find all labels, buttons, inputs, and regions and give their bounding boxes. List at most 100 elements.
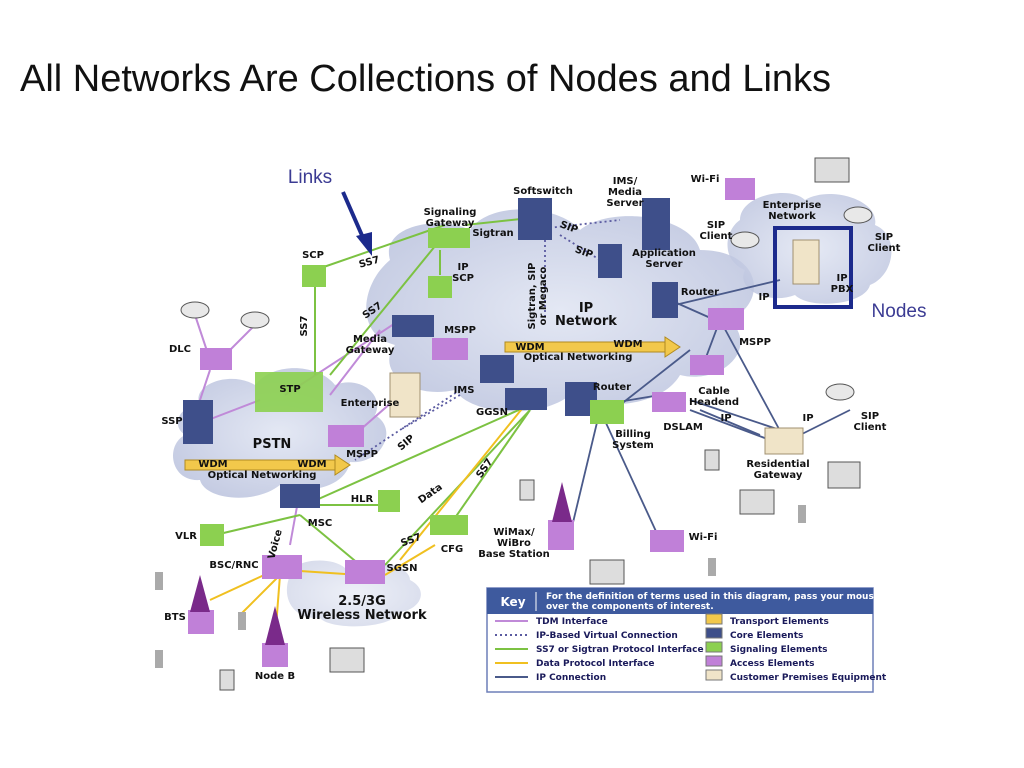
label-bsc-rnc: BSC/RNC	[209, 560, 258, 571]
label-wdm-2: WDM	[613, 339, 642, 350]
laptop-icon	[814, 157, 850, 183]
vlr-icon	[200, 524, 224, 546]
label-router-center: Router	[593, 382, 631, 393]
links-callout-label: Links	[288, 167, 332, 188]
label-link-ss7-4: SS7	[474, 457, 495, 480]
dslam-icon	[652, 392, 686, 412]
optical-bar-ip	[504, 336, 681, 358]
label-scp: SCP	[302, 250, 324, 261]
wireless-cloud	[286, 560, 421, 627]
label-ims: IMS	[454, 385, 475, 396]
handheld-icon	[519, 479, 535, 501]
tv-icon	[827, 461, 861, 489]
slide-title: All Networks Are Collections of Nodes an…	[20, 58, 832, 100]
label-mspp-center: MSPP	[444, 325, 476, 336]
pstn-label: PSTN	[253, 437, 292, 452]
label-wdm-4: WDM	[297, 459, 326, 470]
cfg-icon	[430, 515, 468, 535]
key-element-label: Core Elements	[730, 631, 803, 641]
wimax-icon	[548, 520, 574, 550]
bts-icon	[188, 610, 214, 634]
label-link-ss7-3: SS7	[299, 316, 310, 337]
wifi-top-icon	[725, 178, 755, 200]
node-b-icon	[262, 643, 288, 667]
key-element-label: Signaling Elements	[730, 645, 828, 655]
label-ip-label-2: IP	[720, 413, 731, 424]
mspp-right-icon	[708, 308, 744, 330]
billing-icon	[590, 400, 624, 424]
wimax-tower-icon	[552, 482, 572, 522]
label-msc: MSC	[308, 518, 333, 529]
wifi-bottom-icon	[650, 530, 684, 552]
phone-icon	[180, 301, 210, 319]
laptop-icon	[329, 647, 365, 673]
application-server-icon	[598, 244, 622, 278]
softswitch-icon	[518, 198, 552, 240]
ip-scp-icon	[428, 276, 452, 298]
label-ssp: SSP	[161, 416, 182, 427]
key-element-label: Customer Premises Equipment	[730, 673, 887, 683]
key-element-label: Access Elements	[730, 659, 814, 669]
cable-headend-icon	[690, 355, 724, 375]
key-link-label: Data Protocol Interface	[536, 659, 655, 669]
node-b-tower-icon	[265, 606, 285, 645]
cellphone-icon	[708, 558, 716, 576]
phone-icon	[825, 383, 855, 401]
label-stp: STP	[279, 384, 300, 395]
label-wdm-1: WDM	[515, 342, 544, 353]
ip-pbx-icon	[792, 239, 820, 285]
key-element-swatch	[705, 669, 723, 681]
handheld-icon	[219, 669, 235, 691]
key-legend: Key For the definition of terms used in t…	[486, 587, 887, 693]
label-ip-label-3: IP	[802, 413, 813, 424]
media-gateway-icon	[392, 315, 434, 337]
key-link-label: IP Connection	[536, 673, 606, 683]
key-element-swatch	[705, 641, 723, 653]
enterprise-building-icon	[389, 372, 421, 418]
mspp-center-icon	[432, 338, 468, 360]
label-ip-label-1: IP	[758, 292, 769, 303]
phone-icon	[730, 231, 760, 249]
label-mspp-left: MSPP	[346, 449, 378, 460]
label-link-ss7-1: SS7	[358, 255, 381, 271]
nodes-callout-label: Nodes	[872, 301, 927, 322]
label-sigtran: Sigtran	[472, 228, 513, 239]
cellphone-icon	[798, 505, 806, 523]
label-link-sigtran-stack: Sigtran, SIPor Megaco	[527, 263, 549, 330]
label-optical-networking-1: Optical Networking	[524, 352, 633, 363]
phone-icon	[843, 206, 873, 224]
ip-network-cloud	[366, 209, 754, 412]
ims-icon	[480, 355, 514, 383]
label-wdm-3: WDM	[198, 459, 227, 470]
cellphone-icon	[155, 572, 163, 590]
ssp-icon	[183, 400, 213, 444]
msc-icon	[280, 484, 320, 508]
label-router-top: Router	[681, 287, 719, 298]
key-element-swatch	[705, 627, 723, 639]
bsc-rnc-icon	[262, 555, 302, 579]
residential-gateway-icon	[764, 427, 804, 455]
sgsn-icon	[345, 560, 385, 584]
key-description: For the definition of terms used in this…	[546, 592, 880, 612]
stp-icon	[255, 372, 323, 412]
label-dlc: DLC	[169, 344, 191, 355]
cellphone-icon	[155, 650, 163, 668]
key-element-swatch	[705, 613, 723, 625]
key-heading: Key	[500, 595, 525, 609]
signaling-gateway-icon	[428, 228, 470, 248]
label-cfg: CFG	[441, 544, 463, 555]
label-ggsn: GGSN	[476, 407, 508, 418]
